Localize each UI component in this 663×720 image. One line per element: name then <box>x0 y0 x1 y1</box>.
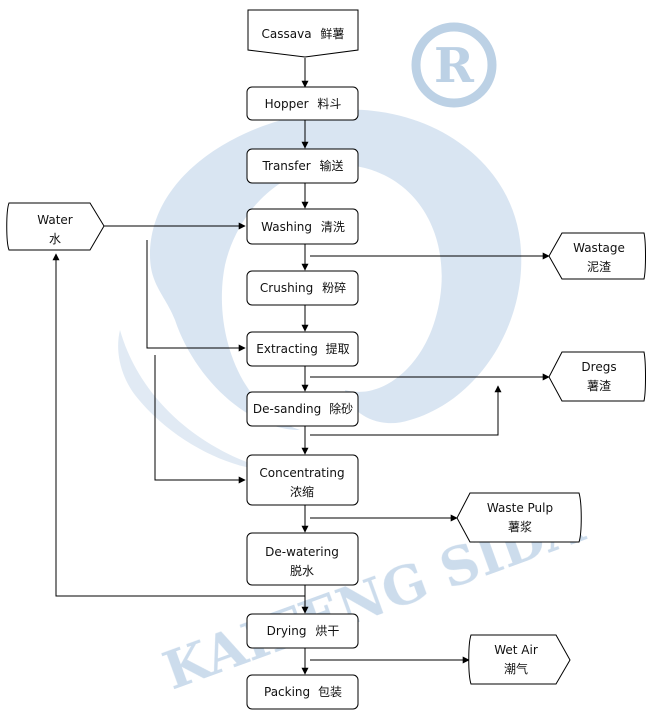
node-packing: Packing 包装 <box>246 674 359 710</box>
node-washing: Washing 清洗 <box>246 208 359 245</box>
node-wet-air-zh: 潮气 <box>504 661 528 676</box>
node-water-en: Water <box>37 213 73 227</box>
node-transfer-zh: 输送 <box>320 158 344 173</box>
node-drying-en: Drying <box>267 624 307 638</box>
svg-text:Crushing 粉碎: Crushing 粉碎 <box>260 280 346 295</box>
svg-text:Washing 清洗: Washing 清洗 <box>261 220 345 234</box>
node-concentrating-en: Concentrating <box>259 466 344 480</box>
node-cassava: Cassava 鲜薯 <box>247 9 359 58</box>
node-waste-pulp: Waste Pulp 薯浆 <box>456 492 582 543</box>
watermark-swirl <box>150 109 522 430</box>
node-desanding-en: De-sanding <box>253 402 321 416</box>
node-concentrating: Concentrating 浓缩 <box>246 454 359 506</box>
edge-dewatering-water-return <box>52 253 305 597</box>
node-washing-zh: 清洗 <box>321 220 345 234</box>
node-cassava-en: Cassava <box>262 27 312 41</box>
registered-mark-icon: R <box>411 22 497 108</box>
svg-text:Transfer 输送: Transfer 输送 <box>261 158 343 173</box>
svg-text:Hopper 料斗: Hopper 料斗 <box>265 97 342 111</box>
node-water-zh: 水 <box>49 232 61 246</box>
node-concentrating-zh: 浓缩 <box>290 484 314 499</box>
svg-text:R: R <box>434 38 475 94</box>
node-crushing: Crushing 粉碎 <box>246 270 359 306</box>
edge-water-extracting <box>146 240 246 352</box>
node-desanding-zh: 除砂 <box>329 401 353 416</box>
node-crushing-zh: 粉碎 <box>322 280 346 295</box>
node-extracting: Extracting 提取 <box>246 331 359 367</box>
svg-text:Drying 烘干: Drying 烘干 <box>267 624 340 638</box>
node-wastage-zh: 泥渣 <box>587 260 611 274</box>
node-cassava-zh: 鲜薯 <box>320 27 344 41</box>
node-wastage-en: Wastage <box>573 241 625 255</box>
node-transfer-en: Transfer <box>261 159 310 173</box>
node-packing-en: Packing <box>264 685 310 699</box>
node-drying: Drying 烘干 <box>246 613 359 649</box>
node-wet-air: Wet Air 潮气 <box>468 634 571 685</box>
node-drying-zh: 烘干 <box>315 624 339 638</box>
node-desanding: De-sanding 除砂 <box>246 391 359 427</box>
node-extracting-en: Extracting <box>256 342 318 356</box>
node-dregs-en: Dregs <box>581 360 616 374</box>
node-dregs-zh: 薯渣 <box>587 379 611 393</box>
node-hopper-zh: 料斗 <box>317 97 341 111</box>
node-packing-zh: 包装 <box>318 685 342 699</box>
node-dregs: Dregs 薯渣 <box>548 351 646 402</box>
node-water: Water 水 <box>6 202 105 251</box>
svg-text:Packing 包装: Packing 包装 <box>264 685 342 699</box>
node-waste-pulp-en: Waste Pulp <box>487 501 553 515</box>
node-transfer: Transfer 输送 <box>246 148 359 184</box>
watermark-swirl-tail <box>118 330 270 470</box>
svg-text:Extracting 提取: Extracting 提取 <box>256 341 349 356</box>
node-extracting-zh: 提取 <box>326 341 350 356</box>
node-crushing-en: Crushing <box>260 281 313 295</box>
svg-text:De-sanding 除砂: De-sanding 除砂 <box>253 401 353 416</box>
node-dewatering-en: De-watering <box>265 545 339 559</box>
node-wastage: Wastage 泥渣 <box>548 232 646 280</box>
node-hopper: Hopper 料斗 <box>246 86 359 121</box>
edge-water-concentrating <box>154 355 246 484</box>
node-dewatering-zh: 脱水 <box>290 563 314 578</box>
node-waste-pulp-zh: 薯浆 <box>508 519 532 534</box>
node-hopper-en: Hopper <box>265 97 309 111</box>
node-dewatering: De-watering 脱水 <box>246 532 359 586</box>
node-wet-air-en: Wet Air <box>494 643 538 657</box>
node-washing-en: Washing <box>261 220 312 234</box>
edge-desanding-to-dregs <box>310 385 502 436</box>
svg-text:Cassava 鲜薯: Cassava 鲜薯 <box>262 27 345 41</box>
edges <box>52 58 550 675</box>
